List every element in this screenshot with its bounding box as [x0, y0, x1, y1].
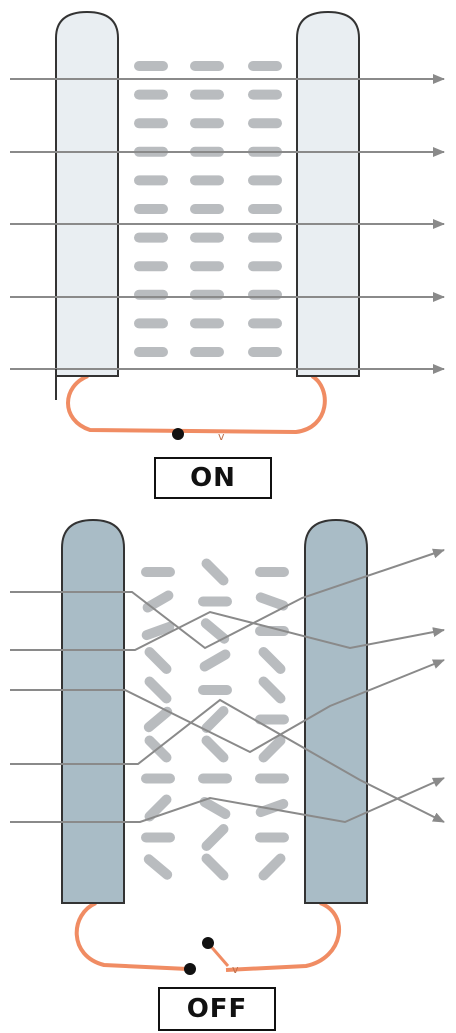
off-molecule: [201, 853, 229, 881]
on-molecule: [134, 232, 168, 243]
off-molecule: [258, 676, 286, 704]
on-circuit-contact: [172, 428, 184, 440]
off-molecule: [258, 853, 286, 881]
off-molecule-grid: [141, 558, 289, 881]
off-switch-contact-top: [202, 937, 214, 949]
off-molecule: [201, 824, 229, 851]
off-molecule: [255, 798, 289, 818]
on-molecule: [134, 61, 168, 71]
off-light-ray: [10, 698, 445, 823]
off-left-plate: [61, 518, 125, 904]
off-molecule: [144, 647, 172, 674]
on-light-rays: [10, 74, 445, 400]
on-molecule: [248, 289, 282, 300]
off-molecule: [141, 773, 175, 784]
on-molecule: [134, 261, 168, 272]
off-molecule: [141, 832, 175, 843]
off-molecule: [198, 685, 232, 695]
off-molecule: [198, 773, 232, 784]
off-light-ray: [10, 610, 445, 651]
off-molecule: [199, 649, 231, 672]
off-molecule: [200, 618, 230, 644]
off-light-rays: [10, 548, 445, 824]
on-molecule: [248, 61, 282, 71]
off-molecule: [255, 567, 289, 577]
on-molecule: [248, 175, 282, 186]
off-state-label: OFF: [158, 987, 276, 1031]
on-left-plate: [55, 10, 119, 377]
on-state-panel: v: [10, 10, 445, 443]
on-molecule-grid: [134, 61, 282, 357]
on-molecule: [248, 318, 282, 329]
off-molecule: [143, 706, 173, 733]
off-molecule: [255, 592, 289, 611]
off-voltage-symbol: v: [232, 963, 239, 976]
on-molecule: [190, 118, 224, 129]
on-molecule: [190, 289, 224, 300]
on-voltage-symbol: v: [218, 430, 225, 443]
off-molecule: [201, 735, 229, 763]
off-molecule: [201, 558, 229, 586]
off-molecule: [255, 773, 289, 784]
off-molecule: [258, 647, 286, 674]
on-state-label: ON: [154, 457, 272, 499]
off-molecule: [141, 567, 175, 577]
off-switch-contact-bottom: [184, 963, 196, 975]
on-molecule: [248, 261, 282, 272]
off-state-panel: v: [10, 518, 445, 976]
on-molecule: [134, 204, 168, 214]
off-right-plate: [304, 518, 368, 904]
on-circuit-wire: [66, 374, 327, 435]
on-molecule: [248, 89, 282, 100]
on-molecule: [134, 318, 168, 329]
on-molecule: [190, 175, 224, 186]
off-circuit-wire-right: [225, 901, 341, 972]
on-molecule: [248, 118, 282, 129]
on-molecule: [190, 204, 224, 214]
on-molecule: [190, 61, 224, 71]
on-molecule: [190, 261, 224, 272]
off-molecule: [255, 714, 289, 725]
off-light-ray: [10, 548, 445, 650]
off-light-ray: [10, 659, 445, 754]
on-molecule: [190, 318, 224, 329]
on-molecule: [134, 89, 168, 100]
off-molecule: [255, 626, 289, 636]
off-molecule: [144, 794, 172, 822]
on-molecule: [190, 347, 224, 357]
on-right-plate: [296, 10, 360, 377]
off-molecule: [255, 832, 289, 843]
off-molecule: [201, 706, 229, 733]
off-molecule: [144, 676, 172, 704]
on-molecule: [134, 347, 168, 357]
off-molecule: [199, 797, 231, 819]
on-molecule: [134, 289, 168, 300]
on-molecule: [248, 204, 282, 214]
on-molecule: [248, 232, 282, 243]
on-molecule: [134, 118, 168, 129]
off-molecule: [198, 596, 232, 607]
off-molecule: [258, 735, 286, 763]
off-circuit-wire: [74, 901, 189, 971]
on-molecule: [248, 347, 282, 357]
off-molecule: [141, 621, 175, 641]
on-molecule: [190, 89, 224, 100]
on-molecule: [190, 232, 224, 243]
off-molecule: [143, 854, 173, 880]
off-light-ray: [10, 777, 445, 824]
on-molecule: [134, 175, 168, 186]
